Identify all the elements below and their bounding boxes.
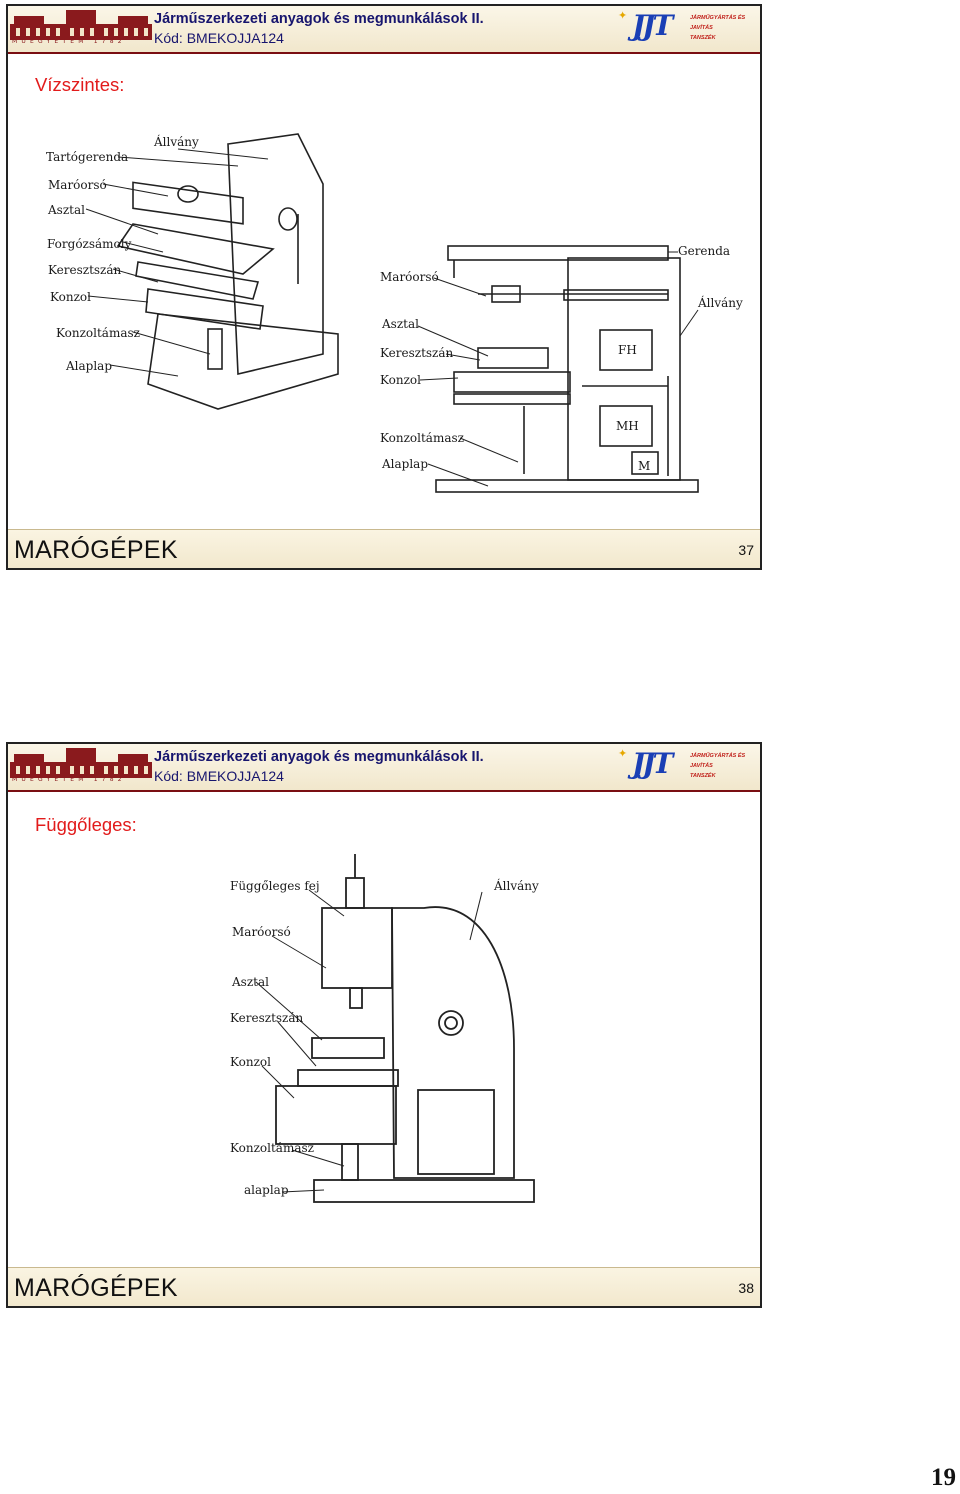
department-logo-line-1: JÁRMŰGYÁRTÁS ÉS bbox=[690, 753, 746, 759]
horizontal-milling-machine-drawing: Tartógerenda Állvány Maróorsó Asztal For… bbox=[38, 124, 358, 429]
sheet-number: 19 bbox=[931, 1464, 956, 1491]
department-logo-letters: JJT bbox=[632, 747, 673, 780]
footer-title: MARÓGÉPEK bbox=[14, 1274, 178, 1302]
university-logo: MŰEGYETEM 1782 bbox=[10, 748, 152, 786]
label-mh: MH bbox=[616, 419, 639, 433]
university-logo-text: MŰEGYETEM 1782 bbox=[12, 776, 126, 783]
star-icon: ✦ bbox=[618, 748, 628, 760]
label-maroorso-vertical: Maróorsó bbox=[232, 925, 291, 939]
horizontal-milling-schematic-drawing: Gerenda Maróorsó Állvány Asztal Kereszts… bbox=[368, 238, 748, 505]
department-logo: ✦ JJT JÁRMŰGYÁRTÁS ÉS JAVÍTÁS TANSZÉK bbox=[616, 745, 758, 787]
slide-header: MŰEGYETEM 1782 Járműszerkezeti anyagok é… bbox=[8, 744, 760, 792]
department-logo-text: JÁRMŰGYÁRTÁS ÉS JAVÍTÁS TANSZÉK bbox=[690, 751, 745, 781]
department-logo-line-2: JAVÍTÁS bbox=[690, 763, 713, 769]
department-logo-line-3: TANSZÉK bbox=[690, 35, 716, 41]
course-code: Kód: BMEKOJJA124 bbox=[154, 768, 284, 784]
label-allvany-right: Állvány bbox=[697, 295, 743, 310]
vertical-milling-machine-drawing: Függőleges fej Állvány Maróorsó Asztal K… bbox=[214, 848, 564, 1223]
label-alaplap-right: Alaplap bbox=[381, 457, 428, 471]
label-gerenda: Gerenda bbox=[678, 244, 730, 258]
label-konzol-right: Konzol bbox=[380, 373, 421, 387]
label-allvany: Állvány bbox=[153, 134, 199, 149]
label-maroorso-right: Maróorsó bbox=[380, 270, 439, 284]
department-logo-text: JÁRMŰGYÁRTÁS ÉS JAVÍTÁS TANSZÉK bbox=[690, 13, 745, 43]
department-logo: ✦ JJT JÁRMŰGYÁRTÁS ÉS JAVÍTÁS TANSZÉK bbox=[616, 7, 758, 49]
course-title: Járműszerkezeti anyagok és megmunkálások… bbox=[154, 11, 484, 27]
label-maroorso: Maróorsó bbox=[48, 178, 107, 192]
label-konzol-vertical: Konzol bbox=[230, 1055, 271, 1069]
label-konzol: Konzol bbox=[50, 290, 91, 304]
label-keresztszan-vertical: Keresztszán bbox=[230, 1011, 304, 1025]
label-asztal-right: Asztal bbox=[381, 317, 419, 331]
label-alaplap: Alaplap bbox=[65, 359, 112, 373]
page-number: 38 bbox=[738, 1280, 754, 1296]
slide-37: MŰEGYETEM 1782 Járműszerkezeti anyagok é… bbox=[6, 4, 762, 570]
department-logo-line-3: TANSZÉK bbox=[690, 773, 716, 779]
slide-heading: Vízszintes: bbox=[35, 74, 125, 95]
course-title: Járműszerkezeti anyagok és megmunkálások… bbox=[154, 749, 484, 765]
department-logo-line-2: JAVÍTÁS bbox=[690, 25, 713, 31]
page-number: 37 bbox=[738, 542, 754, 558]
slide-footer: MARÓGÉPEK 38 bbox=[8, 1267, 760, 1306]
slide-header: MŰEGYETEM 1782 Járműszerkezeti anyagok é… bbox=[8, 6, 760, 54]
label-allvany-vertical: Állvány bbox=[493, 878, 539, 893]
label-asztal-vertical: Asztal bbox=[231, 975, 269, 989]
label-forgozsamoly: Forgózsámoly bbox=[47, 237, 132, 251]
label-fuggoleges-fej: Függőleges fej bbox=[230, 879, 320, 893]
footer-title: MARÓGÉPEK bbox=[14, 536, 178, 564]
department-logo-line-1: JÁRMŰGYÁRTÁS ÉS bbox=[690, 15, 746, 21]
star-icon: ✦ bbox=[618, 10, 628, 22]
label-keresztszan-right: Keresztszán bbox=[380, 346, 454, 360]
department-logo-letters: JJT bbox=[632, 9, 673, 42]
slide-38: MŰEGYETEM 1782 Járműszerkezeti anyagok é… bbox=[6, 742, 762, 1308]
label-alaplap-vertical: alaplap bbox=[244, 1183, 289, 1197]
slide-footer: MARÓGÉPEK 37 bbox=[8, 529, 760, 568]
label-m: M bbox=[638, 459, 650, 473]
university-logo: MŰEGYETEM 1782 bbox=[10, 10, 152, 48]
label-konzoltamasz-vertical: Konzoltámasz bbox=[230, 1141, 314, 1155]
label-tartogerenda: Tartógerenda bbox=[46, 150, 128, 164]
label-fh: FH bbox=[618, 343, 637, 357]
label-konzoltamasz: Konzoltámasz bbox=[56, 326, 140, 340]
label-konzoltamasz-right: Konzoltámasz bbox=[380, 431, 464, 445]
university-logo-text: MŰEGYETEM 1782 bbox=[12, 38, 126, 45]
label-asztal: Asztal bbox=[47, 203, 85, 217]
label-keresztszan: Keresztszán bbox=[48, 263, 122, 277]
course-code: Kód: BMEKOJJA124 bbox=[154, 30, 284, 46]
slide-heading: Függőleges: bbox=[35, 814, 137, 835]
